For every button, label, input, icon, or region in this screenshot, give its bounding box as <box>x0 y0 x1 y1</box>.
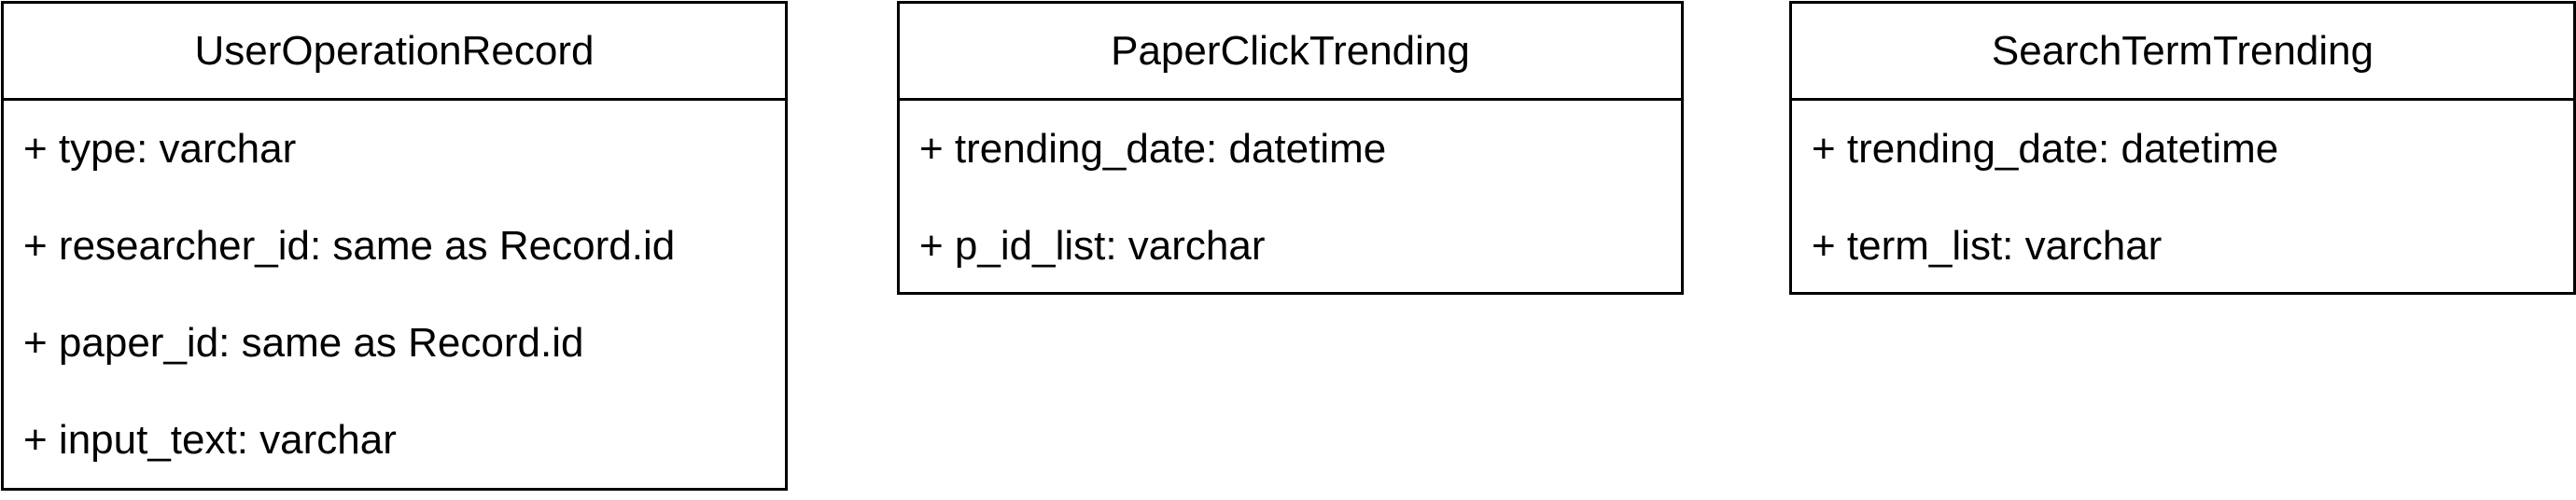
class-paper-click-trending: PaperClickTrending + trending_date: date… <box>897 1 1684 295</box>
class-search-term-trending: SearchTermTrending + trending_date: date… <box>1789 1 2576 295</box>
attribute-list: + type: varchar + researcher_id: same as… <box>4 101 785 489</box>
class-name: PaperClickTrending <box>900 4 1681 101</box>
attribute: + trending_date: datetime <box>919 126 1387 172</box>
class-name: UserOperationRecord <box>4 4 785 101</box>
attribute: + p_id_list: varchar <box>919 223 1266 269</box>
attribute: + input_text: varchar <box>23 417 397 463</box>
attribute-list: + trending_date: datetime + term_list: v… <box>1792 101 2573 295</box>
attribute-list: + trending_date: datetime + p_id_list: v… <box>900 101 1681 295</box>
attribute: + trending_date: datetime <box>1812 126 2279 172</box>
attribute: + term_list: varchar <box>1812 223 2163 269</box>
attribute: + paper_id: same as Record.id <box>23 320 584 366</box>
class-name: SearchTermTrending <box>1792 4 2573 101</box>
attribute: + type: varchar <box>23 126 297 172</box>
attribute: + researcher_id: same as Record.id <box>23 223 676 269</box>
class-user-operation-record: UserOperationRecord + type: varchar + re… <box>1 1 788 491</box>
